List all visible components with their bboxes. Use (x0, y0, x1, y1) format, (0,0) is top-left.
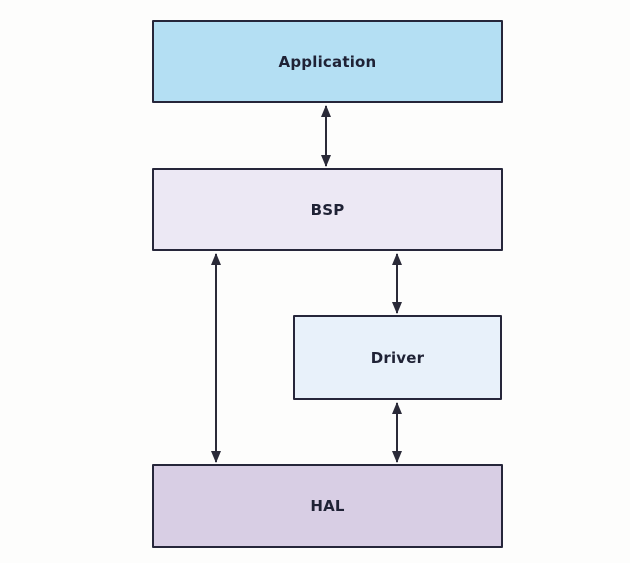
box-hal-label: HAL (310, 497, 345, 515)
box-driver: Driver (293, 315, 502, 400)
box-driver-label: Driver (370, 348, 425, 367)
arrow-bsp-hal (215, 254, 217, 462)
box-bsp-label: BSP (310, 200, 345, 219)
box-bsp: BSP (152, 168, 503, 251)
box-hal: HAL (152, 464, 503, 548)
box-application-label: Application (278, 52, 377, 71)
arrow-driver-hal (396, 403, 398, 462)
arrow-bsp-driver (396, 254, 398, 313)
box-application: Application (152, 20, 503, 103)
arrow-application-bsp (325, 106, 327, 166)
